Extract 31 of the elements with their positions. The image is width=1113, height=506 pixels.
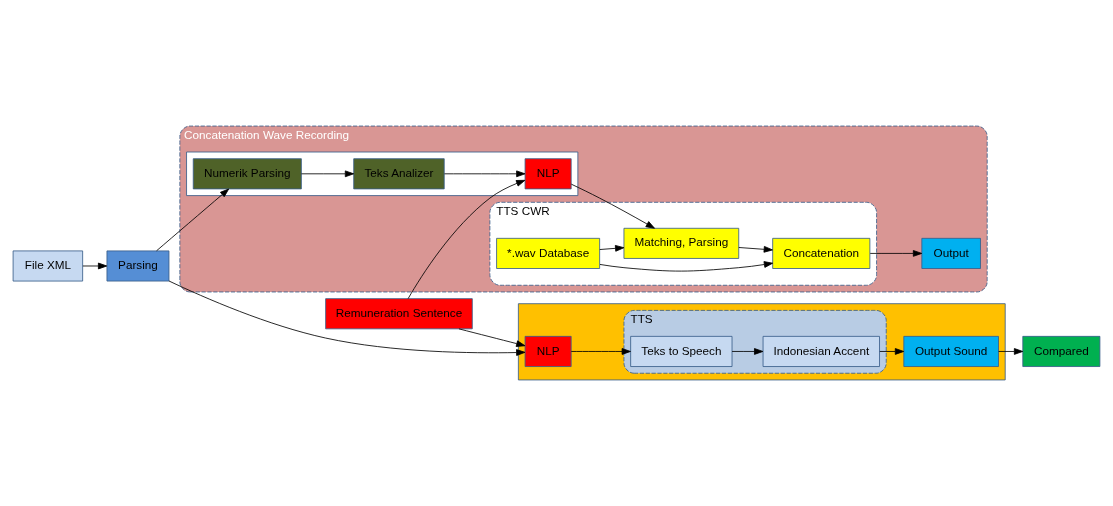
arrow <box>869 250 923 257</box>
arrow <box>879 348 905 355</box>
node-box: Concatenation <box>772 237 871 269</box>
node-box: Indonesian Accent <box>762 335 880 367</box>
arrow <box>407 179 526 300</box>
arrow <box>731 348 764 355</box>
node-box: Compared <box>1022 335 1101 367</box>
arrow <box>998 348 1024 355</box>
arrow <box>570 183 655 229</box>
node-box: Output Sound <box>903 335 999 367</box>
node-box: Matching, Parsing <box>623 227 740 259</box>
arrow <box>301 170 355 178</box>
node-box: *.wav Database <box>496 237 601 269</box>
node-box: Parsing <box>106 250 170 282</box>
node-box: NLP <box>524 335 572 367</box>
arrow <box>599 245 625 252</box>
arrow <box>570 348 631 355</box>
arrow <box>599 261 774 272</box>
node-box: Numerik Parsing <box>192 158 302 190</box>
node-box: Output <box>921 237 981 269</box>
arrow <box>458 328 526 347</box>
node-box: File XML <box>12 250 84 282</box>
node-box: NLP <box>524 158 572 190</box>
node-box: Teks Analizer <box>353 158 445 190</box>
arrow <box>82 262 108 270</box>
node-box: Teks to Speech <box>630 335 733 367</box>
node-box: Remuneration Sentence <box>325 298 473 330</box>
arrow <box>156 188 230 252</box>
arrow <box>738 246 773 253</box>
arrow <box>444 170 526 178</box>
arrow <box>168 280 526 356</box>
